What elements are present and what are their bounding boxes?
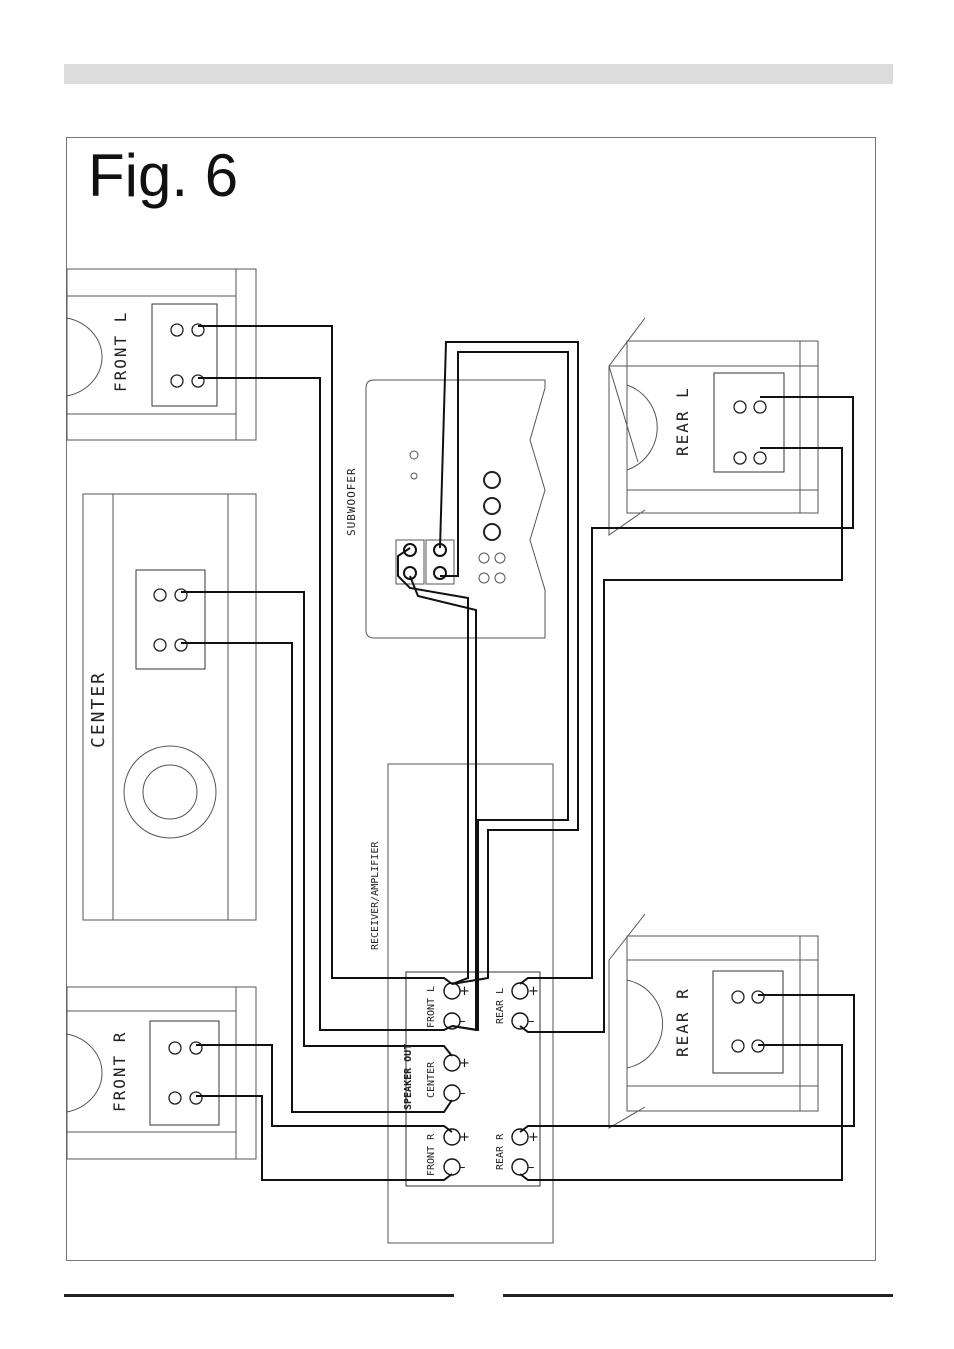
recv-front-l-label: FRONT L (426, 986, 437, 1028)
subwoofer (366, 380, 545, 638)
speaker-out-label: SPEAKER OUT (403, 1044, 414, 1110)
minus-mark: – (528, 1014, 535, 1029)
minus-mark: – (459, 1086, 466, 1101)
rear-r-label: REAR R (673, 987, 692, 1057)
subwoofer-label: SUBWOOFER (345, 467, 358, 536)
front-l-speaker (67, 269, 256, 440)
rear-r-speaker (609, 914, 818, 1128)
plus-mark: + (459, 1130, 470, 1145)
recv-front-r-label: FRONT R (426, 1133, 437, 1176)
plus-mark: + (459, 984, 470, 999)
minus-mark: – (459, 1014, 466, 1029)
front-r-speaker (67, 987, 256, 1159)
footer-rule-right (503, 1294, 893, 1297)
plus-mark: + (459, 1056, 470, 1071)
rear-l-label: REAR L (673, 386, 692, 456)
plus-mark: + (528, 984, 539, 999)
footer-rule-left (64, 1294, 454, 1297)
front-r-label: FRONT R (110, 1031, 129, 1112)
front-l-label: FRONT L (111, 311, 130, 392)
plus-mark: + (528, 1130, 539, 1145)
recv-rear-l-label: REAR L (495, 988, 506, 1024)
minus-mark: – (459, 1160, 466, 1175)
minus-mark: – (528, 1160, 535, 1175)
rear-l-speaker (609, 318, 818, 535)
receiver-title: RECEIVER/AMPLIFIER (370, 841, 381, 950)
center-label: CENTER (88, 671, 109, 748)
speaker-wires (181, 326, 854, 1180)
recv-rear-r-label: REAR R (495, 1133, 506, 1170)
recv-center-label: CENTER (426, 1061, 437, 1098)
